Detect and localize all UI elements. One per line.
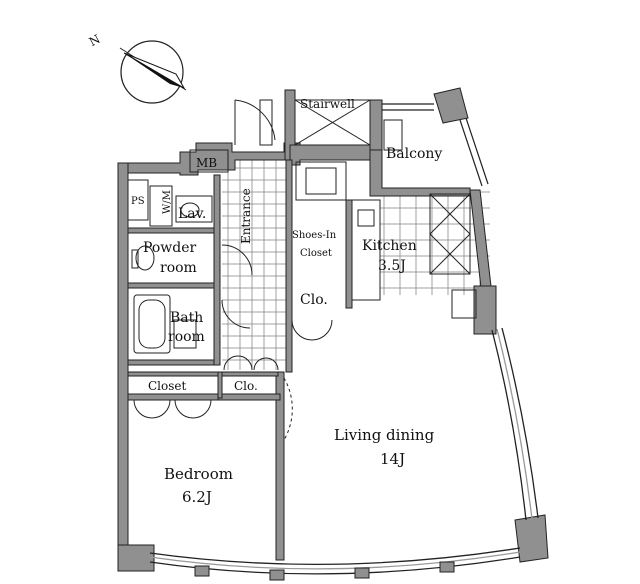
clo-bedroom-label: Clo. <box>234 379 258 393</box>
bath-room-label-1: Bath <box>170 310 203 326</box>
lav-label: Lav. <box>178 206 206 222</box>
stairwell-label: Stairwell <box>300 97 355 111</box>
balcony-railing <box>382 103 489 187</box>
bedroom-size-label: 6.2J <box>182 488 212 506</box>
powder-room-label-1: Powder <box>143 240 197 256</box>
kitchen-label: Kitchen <box>362 238 417 254</box>
north-label: N <box>87 32 103 49</box>
bedroom-label: Bedroom <box>164 465 233 483</box>
outer-walls <box>117 87 549 572</box>
clo-hall-label: Clo. <box>300 292 328 308</box>
window-marks <box>194 561 455 581</box>
living-dining-size-label: 14J <box>380 450 405 468</box>
right-curved-wall <box>491 327 539 521</box>
living-dining-label: Living dining <box>334 426 435 444</box>
kitchen-size-label: 3.5J <box>378 258 406 274</box>
ps-label: PS <box>131 196 145 207</box>
shoes-in-closet-label-1: Shoes-In <box>292 230 337 241</box>
room-labels: Stairwell Balcony MB PS Lav. W/M Entranc… <box>131 97 442 506</box>
balcony-label: Balcony <box>386 146 442 162</box>
wm-label: W/M <box>162 190 173 214</box>
shoes-in-closet-label-2: Closet <box>300 248 332 259</box>
mb-label: MB <box>196 156 217 170</box>
entrance-floor-tiles <box>222 160 288 370</box>
powder-room-label-2: room <box>160 260 197 276</box>
north-compass-icon <box>119 40 187 104</box>
closet-label: Closet <box>148 379 187 393</box>
interior-walls <box>127 159 353 561</box>
fixtures <box>127 99 477 441</box>
entrance-label: Entrance <box>239 188 253 244</box>
bath-room-label-2: room <box>168 329 205 345</box>
